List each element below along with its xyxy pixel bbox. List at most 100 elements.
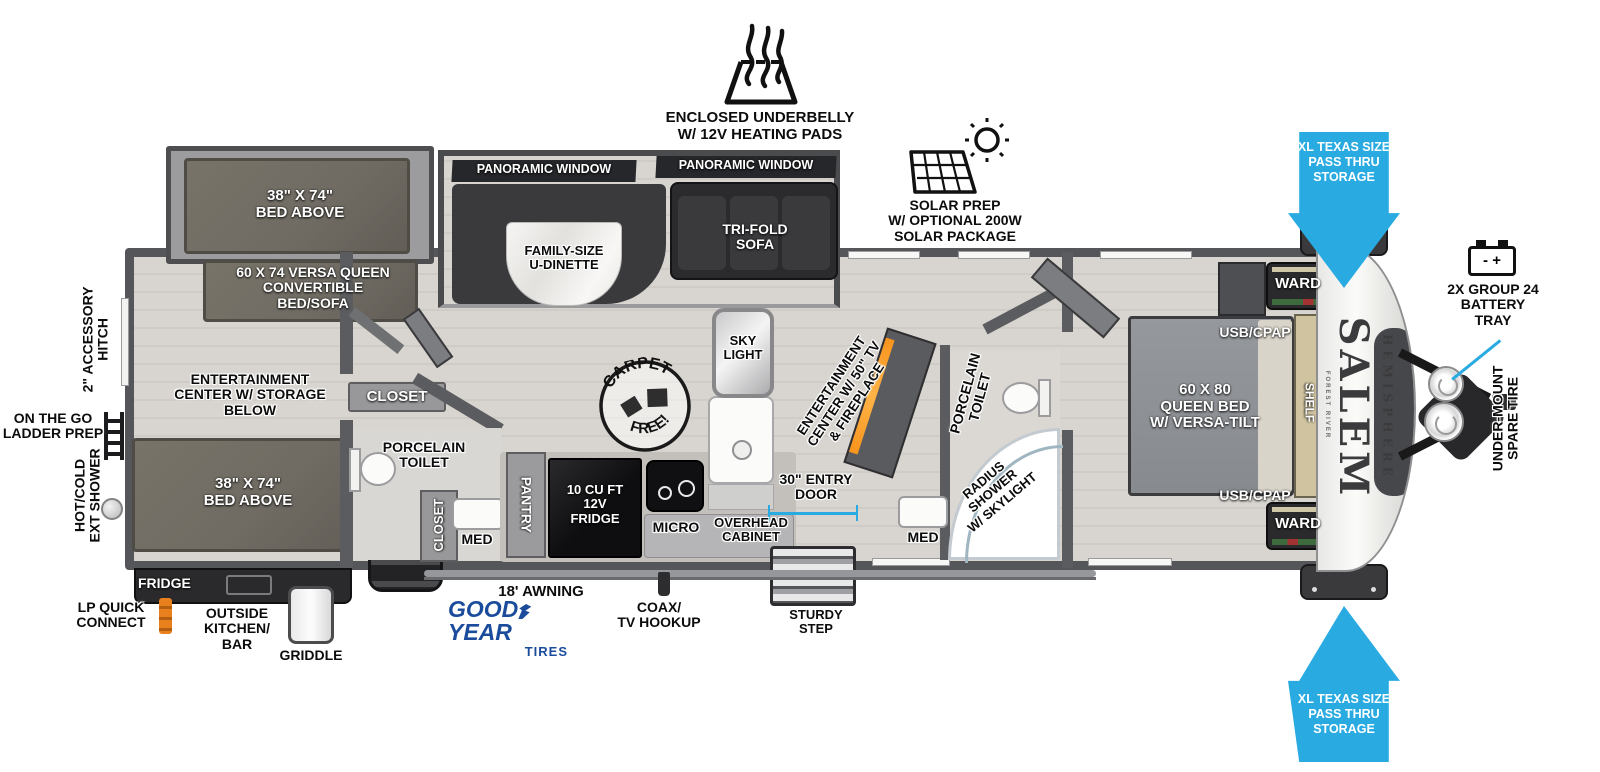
queen-bed-pillows: [1258, 320, 1292, 492]
ward-top-label: WARD: [1275, 275, 1321, 292]
cooktop-box: [646, 460, 704, 512]
tank-swirl-1: [1438, 376, 1458, 396]
ward-bottom-label: WARD: [1275, 515, 1321, 532]
cooktop-burner-2: [678, 480, 695, 497]
outside-kitchen-handle: [226, 575, 272, 595]
micro-label: MICRO: [652, 519, 700, 535]
rear-toilet-label: PORCELAIN TOILET: [382, 439, 466, 471]
pantry-label: PANTRY: [518, 476, 535, 533]
ward-top-stripe: [1272, 267, 1324, 272]
ext-shower-label: HOT/COLD EXT SHOWER: [71, 448, 103, 543]
platform-bolt-3: [1312, 587, 1317, 592]
battery-nub-2: [1498, 240, 1508, 246]
sofa-cushion-2: [730, 196, 778, 270]
entry-door-dimension-line: [768, 512, 858, 515]
overhead-cabinet-label: OVERHEAD CABINET: [714, 515, 788, 545]
ward-bottom-stripe: [1272, 507, 1324, 512]
window-top-3: [1100, 251, 1192, 259]
coax-plug-icon: [658, 572, 670, 596]
cooktop-burner-1: [658, 486, 672, 500]
awning-bar: [424, 570, 1096, 577]
fridge-12v-label: 10 CU FT 12V FRIDGE: [566, 482, 624, 526]
goodyear-tires-text: TIRES: [524, 644, 568, 659]
kitchen-skylight: [712, 308, 774, 398]
wall-bunkroom-lower: [340, 420, 353, 568]
fridge-exterior-label: FRIDGE: [138, 575, 191, 591]
rear-med-sink: [452, 498, 504, 530]
kitchen-sink-icon: [732, 440, 752, 460]
ward-bottom-clothes: [1272, 539, 1324, 545]
battery-tray-label: 2X GROUP 24 BATTERY TRAY: [1447, 281, 1539, 328]
ladder-icon: [104, 412, 124, 460]
entry-door-tick-right: [856, 505, 858, 521]
lp-quick-connect-label: LP QUICK CONNECT: [76, 599, 146, 631]
sofa-cushion-3: [782, 196, 830, 270]
tank-swirl-2: [1435, 413, 1457, 435]
mid-toilet-bowl-icon: [1002, 382, 1040, 414]
spare-tire-label: UNDER-MOUNT SPARE TIRE: [1489, 365, 1521, 472]
ext-shower-knob-icon: [101, 498, 123, 520]
skylight-label: SKY LIGHT: [723, 333, 763, 363]
battery-terminals-text: - +: [1483, 252, 1501, 269]
coax-label: COAX/ TV HOOKUP: [617, 599, 701, 631]
usb-cpap-top-label: USB/CPAP: [1219, 324, 1291, 340]
sofa-label: TRI-FOLD SOFA: [722, 221, 788, 253]
awning-bar-shadow: [424, 577, 1096, 580]
solar-prep-icon: [909, 118, 1009, 194]
bunk-lower-label: 38" X 74" BED ABOVE: [203, 475, 293, 509]
mid-toilet-tank: [1038, 379, 1051, 417]
window-top-1: [848, 251, 920, 259]
wall-mid-bath-left: [940, 345, 950, 560]
wall-bunkroom-upper: [340, 252, 353, 374]
ladder-prep-label: ON THE GO LADDER PREP: [2, 410, 104, 442]
queen-bed-label: 60 X 80 QUEEN BED W/ VERSA-TILT: [1150, 381, 1260, 431]
bedroom-dresser: [1218, 262, 1266, 316]
shelf-label: SHELF: [1302, 382, 1317, 423]
sturdy-step-label: STURDY STEP: [789, 607, 843, 637]
accessory-hitch-label: 2" ACCESSORY HITCH: [79, 286, 111, 393]
entry-door-tick-left: [768, 505, 770, 521]
griddle-icon: [288, 586, 334, 644]
ward-top-clothes: [1272, 299, 1324, 305]
mid-med-sink: [898, 496, 948, 528]
goodyear-wingfoot-icon: [518, 604, 532, 619]
griddle-label: GRIDDLE: [279, 647, 343, 663]
usb-cpap-bottom-label: USB/CPAP: [1219, 487, 1291, 503]
versa-queen-label: 60 X 74 VERSA QUEEN CONVERTIBLE BED/SOFA: [236, 264, 390, 311]
sofa-cushion-1: [678, 196, 726, 270]
pantry-box: [506, 452, 546, 558]
awning-label: 18' AWNING: [498, 583, 584, 600]
versa-queen-bed: [203, 260, 418, 322]
window-top-2: [958, 251, 1030, 259]
battery-icon: - +: [1468, 246, 1516, 276]
panoramic-window-right-label: PANORAMIC WINDOW: [678, 158, 814, 172]
heating-pad-icon: [724, 23, 798, 105]
bunk-upper-label: 38" X 74" BED ABOVE: [255, 187, 345, 221]
dinette-label: FAMILY-SIZE U-DINETTE: [524, 243, 604, 273]
underbelly-label: ENCLOSED UNDERBELLY W/ 12V HEATING PADS: [665, 109, 855, 143]
panoramic-window-left-label: PANORAMIC WINDOW: [476, 162, 612, 176]
pass-thru-arrow-bottom: XL TEXAS SIZE PASS THRU STORAGE: [1288, 606, 1400, 762]
overhead-cabinet-slab: [644, 514, 794, 558]
window-rear: [121, 298, 129, 386]
rear-bath-closet-label: CLOSET: [430, 498, 446, 552]
kitchen-counter-ext: [708, 484, 774, 510]
goodyear-year-text: YEAR: [448, 619, 512, 645]
rear-med-label: MED: [461, 531, 493, 547]
bunk-upper-bed: [184, 158, 410, 254]
battery-nub-1: [1476, 240, 1486, 246]
mid-med-label: MED: [907, 529, 939, 545]
brand-forest-river: FOREST RIVER: [1324, 370, 1330, 440]
closet-bunk-label: CLOSET: [366, 388, 428, 405]
rear-toilet-bowl-icon: [360, 452, 396, 486]
fridge-12v-box: [548, 458, 642, 558]
goodyear-logo: GOODYEAR TIRES: [448, 598, 578, 660]
outside-kitchen-label: OUTSIDE KITCHEN/ BAR: [203, 605, 271, 652]
propane-tank-2: [1424, 402, 1464, 442]
wall-bedroom-bottom: [1062, 430, 1073, 568]
brand-hemisphere: HEMISPHERE: [1380, 334, 1395, 481]
bunk-lower-bed: [132, 438, 364, 552]
platform-bolt-4: [1371, 587, 1376, 592]
solar-prep-label: SOLAR PREP W/ OPTIONAL 200W SOLAR PACKAG…: [888, 197, 1022, 244]
